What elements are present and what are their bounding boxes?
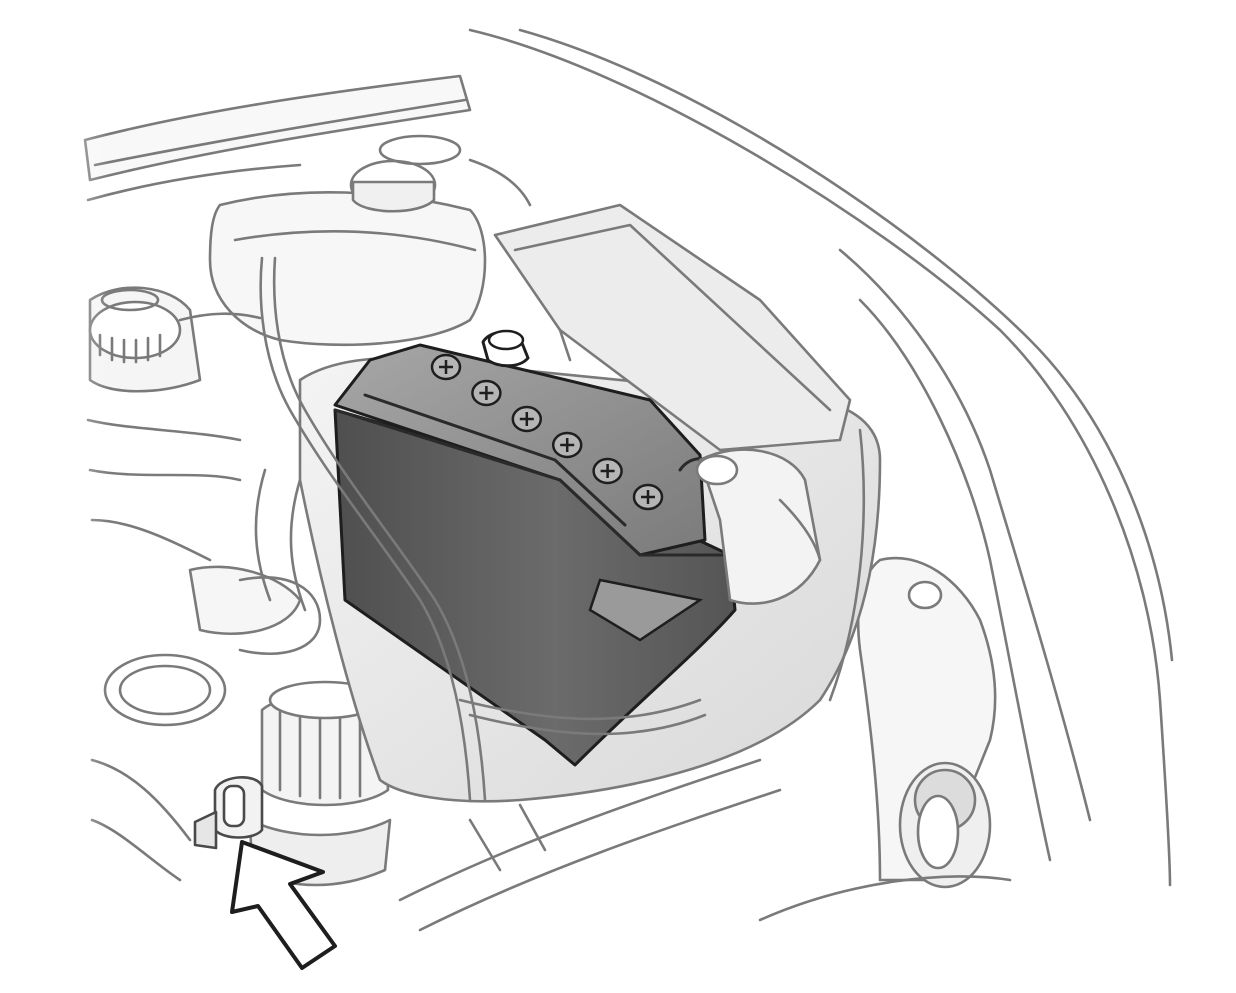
arrow-up-left-icon [230,840,337,970]
brake-fluid-reservoir [88,286,262,393]
battery-cable [259,256,707,802]
cell-cap-icon [430,353,462,381]
battery-cell-caps [430,353,664,511]
battery [333,343,737,767]
cell-cap-icon [592,457,623,485]
negative-terminal-boot [695,448,822,605]
hose [398,758,782,932]
engine-left-components [86,418,322,882]
coolant-reservoir [208,134,532,347]
fender-panel [468,28,1174,922]
cell-cap-icon [471,379,502,407]
positive-terminal-cap [481,329,530,368]
left-fade [0,0,110,993]
cross-member [83,74,472,202]
cell-cap-icon [632,483,664,511]
cell-cap-icon [511,405,543,433]
fuse-box [493,203,852,452]
ground-clip [193,776,264,850]
cell-cap-icon [551,431,583,459]
battery-side [333,408,737,767]
